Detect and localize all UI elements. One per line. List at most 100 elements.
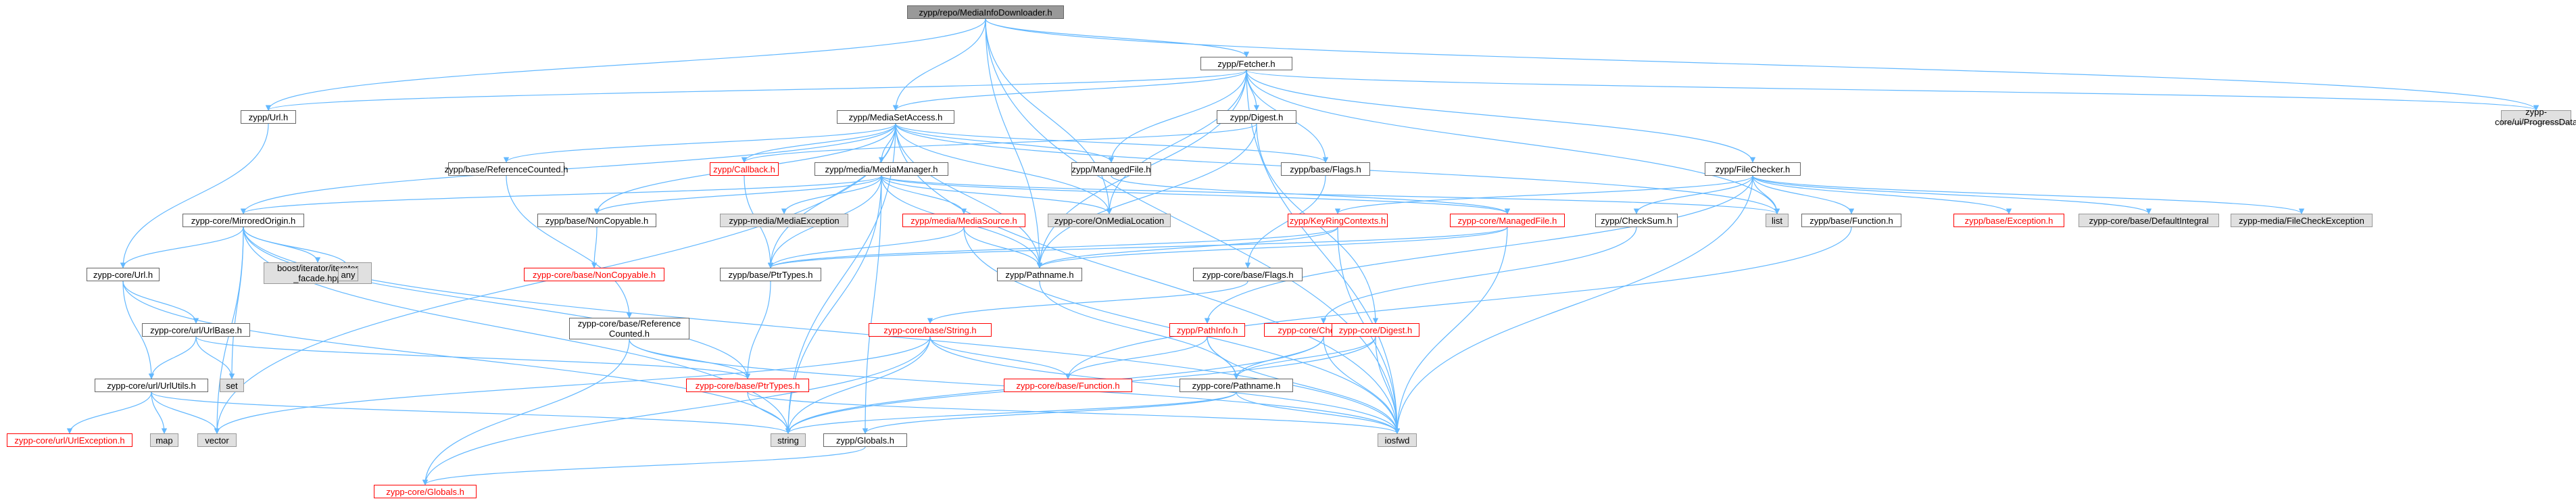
graph-node-coreglobals[interactable]: zypp-core/Globals.h xyxy=(374,485,477,498)
graph-node-corenoncopy[interactable]: zypp-core/base/NonCopyable.h xyxy=(524,268,664,281)
graph-node-pathinfo[interactable]: zypp/PathInfo.h xyxy=(1169,323,1245,337)
graph-node-corestring[interactable]: zypp-core/base/String.h xyxy=(869,323,992,337)
edge-globals-to-coreglobals xyxy=(422,446,866,485)
edge-corepathname-to-iosfwd xyxy=(1236,391,1401,434)
graph-node-urlexc[interactable]: zypp-core/url/UrlException.h xyxy=(7,433,132,447)
graph-node-corepathname[interactable]: zypp-core/Pathname.h xyxy=(1180,379,1293,392)
edge-fetcher-to-iosfwd xyxy=(1246,70,1401,434)
edge-function-to-corefunction xyxy=(1065,226,1852,379)
graph-node-urlbase[interactable]: zypp-core/url/UrlBase.h xyxy=(142,323,250,337)
edge-coreptr-to-iosfwd xyxy=(747,391,1400,434)
edge-fchecker-to-checksum xyxy=(1633,175,1753,214)
edge-corestring-to-string xyxy=(785,336,931,434)
graph-node-basecounted[interactable]: zypp/base/ReferenceCounted.h xyxy=(445,162,568,176)
graph-node-defaultint[interactable]: zypp-core/base/DefaultIntegral xyxy=(2079,214,2219,227)
edge-corechecksum-to-iosfwd xyxy=(1323,336,1401,434)
edge-mirrored-to-any xyxy=(243,226,351,268)
edge-fetcher-to-list xyxy=(1246,70,1780,214)
edge-coreflags-to-corestring xyxy=(927,281,1248,324)
graph-node-set[interactable]: set xyxy=(220,379,244,392)
edge-corestring-to-iosfwd xyxy=(929,336,1401,434)
graph-node-managedfile[interactable]: zypp/ManagedFile.h xyxy=(1071,162,1151,176)
edge-msa-to-iosfwd xyxy=(895,123,1401,434)
edge-mediasrc-to-ptrtypes xyxy=(767,226,965,268)
edge-coreptr-to-string xyxy=(747,391,792,434)
graph-node-pathname[interactable]: zypp/Pathname.h xyxy=(997,268,1082,281)
edge-mirrored-to-set xyxy=(228,226,244,379)
graph-node-coreflags[interactable]: zypp-core/base/Flags.h xyxy=(1193,268,1303,281)
graph-node-mediamgr[interactable]: zypp/media/MediaManager.h xyxy=(815,162,948,176)
edge-coremanaged-to-ptrtypes xyxy=(768,226,1508,268)
graph-node-list[interactable]: list xyxy=(1766,214,1789,227)
edge-mediamgr-to-coremanaged xyxy=(881,175,1510,214)
edge-fchecker-to-defaultint xyxy=(1752,175,2152,214)
graph-node-keyring[interactable]: zypp/KeyRingContexts.h xyxy=(1288,214,1388,227)
graph-node-callback[interactable]: zypp/Callback.h xyxy=(710,162,779,176)
graph-node-flags[interactable]: zypp/base/Flags.h xyxy=(1281,162,1370,176)
graph-node-exception[interactable]: zypp/base/Exception.h xyxy=(1953,214,2064,227)
edge-pathinfo-to-iosfwd xyxy=(1207,336,1401,434)
graph-node-globals[interactable]: zypp/Globals.h xyxy=(823,433,907,447)
edge-msa-to-mirrored xyxy=(240,123,896,214)
edge-coreurl-to-urlutils xyxy=(122,281,155,379)
graph-node-coredigest[interactable]: zypp-core/Digest.h xyxy=(1332,323,1419,337)
edge-coredigest-to-iosfwd xyxy=(1375,336,1401,434)
edge-msa-to-basecounted xyxy=(503,123,896,163)
edge-urlbase-to-coreptr xyxy=(195,336,750,379)
graph-node-mediasrc[interactable]: zypp/media/MediaSource.h xyxy=(902,214,1025,227)
edge-fetcher-to-msa xyxy=(892,70,1247,111)
edge-msa-to-flags xyxy=(895,123,1329,163)
graph-node-root[interactable]: zypp/repo/MediaInfoDownloader.h xyxy=(907,5,1064,19)
edge-fchecker-to-pathinfo xyxy=(1204,175,1753,324)
graph-node-noncopyable[interactable]: zypp/base/NonCopyable.h xyxy=(537,214,656,227)
edge-mediamgr-to-onmedia xyxy=(881,175,1113,214)
edge-mediamgr-to-mirrored xyxy=(241,175,882,214)
graph-node-any[interactable]: any xyxy=(338,268,358,281)
graph-node-corefunction[interactable]: zypp-core/base/Function.h xyxy=(1004,379,1132,392)
graph-node-coremanaged[interactable]: zypp-core/ManagedFile.h xyxy=(1450,214,1565,227)
graph-node-mirrored[interactable]: zypp-core/MirroredOrigin.h xyxy=(183,214,304,227)
edge-noncopyable-to-corenoncopy xyxy=(591,226,598,268)
edge-root-to-progress xyxy=(985,18,2539,111)
graph-node-url[interactable]: zypp/Url.h xyxy=(241,110,296,124)
edge-coreurl-to-urlbase xyxy=(122,281,199,324)
edge-fchecker-to-filecheckexc xyxy=(1752,175,2304,214)
edge-msa-to-pathname xyxy=(895,123,1043,268)
edge-urlutils-to-map xyxy=(151,391,168,434)
edge-url-to-coreurl xyxy=(120,123,269,268)
graph-node-mediaexc[interactable]: zypp-media/MediaException xyxy=(720,214,848,227)
graph-node-checksum[interactable]: zypp/CheckSum.h xyxy=(1595,214,1678,227)
edge-msa-to-string xyxy=(785,123,896,434)
edge-digest-to-callback xyxy=(742,123,1257,163)
edge-fchecker-to-exception xyxy=(1752,175,2012,214)
graph-node-iosfwd[interactable]: iosfwd xyxy=(1378,433,1417,447)
graph-node-progress[interactable]: zypp-core/ui/ProgressData xyxy=(2494,107,2576,127)
graph-node-digest[interactable]: zypp/Digest.h xyxy=(1217,110,1296,124)
graph-node-map[interactable]: map xyxy=(150,433,178,447)
graph-node-urlutils[interactable]: zypp-core/url/UrlUtils.h xyxy=(95,379,208,392)
graph-node-filecheckexc[interactable]: zypp-media/FileCheckException xyxy=(2231,214,2373,227)
graph-node-coreptr[interactable]: zypp-core/base/PtrTypes.h xyxy=(686,379,809,392)
edge-corestring-to-coreglobals xyxy=(422,336,931,485)
graph-node-ptrtypes[interactable]: zypp/base/PtrTypes.h xyxy=(720,268,821,281)
edge-flags-to-coreflags xyxy=(1244,175,1326,268)
graph-node-corerefcount[interactable]: zypp-core/base/Reference Counted.h xyxy=(569,318,689,339)
graph-node-string[interactable]: string xyxy=(771,433,806,447)
edge-keyring-to-pathname xyxy=(1036,226,1338,268)
edge-mediasrc-to-pathname xyxy=(963,226,1043,268)
graph-node-coreurl[interactable]: zypp-core/Url.h xyxy=(87,268,160,281)
edge-root-to-pathname xyxy=(985,18,1043,268)
edge-pathinfo-to-corefunction xyxy=(1065,336,1208,379)
edge-corestring-to-vector xyxy=(214,336,931,434)
edge-root-to-msa xyxy=(892,18,986,111)
edge-fetcher-to-url xyxy=(266,70,1247,111)
graph-node-onmedia[interactable]: zypp-core/OnMediaLocation xyxy=(1048,214,1171,227)
edge-managedfile-to-coremanaged xyxy=(1111,175,1511,214)
graph-node-vector[interactable]: vector xyxy=(197,433,237,447)
graph-node-fchecker[interactable]: zypp/FileChecker.h xyxy=(1705,162,1801,176)
edge-mediamgr-to-list xyxy=(881,175,1780,214)
graph-node-msa[interactable]: zypp/MediaSetAccess.h xyxy=(837,110,954,124)
graph-node-fetcher[interactable]: zypp/Fetcher.h xyxy=(1200,57,1292,70)
graph-node-function[interactable]: zypp/base/Function.h xyxy=(1801,214,1901,227)
